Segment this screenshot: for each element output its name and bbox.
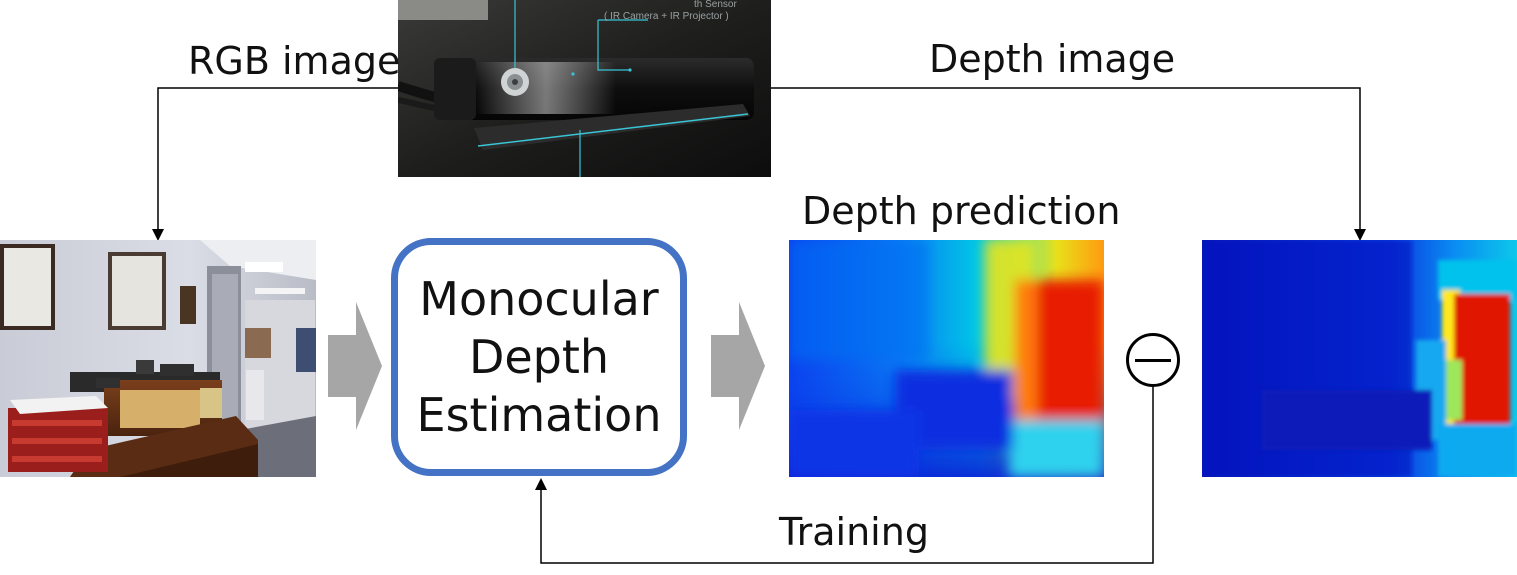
flow-arrow-input bbox=[328, 302, 382, 430]
depth-prediction-label: Depth prediction bbox=[802, 189, 1121, 233]
training-feedback-connector bbox=[540, 387, 1154, 564]
minus-bar bbox=[1135, 359, 1171, 362]
depth-image-connector bbox=[770, 87, 1361, 238]
sensor-caption-line2: ( IR Camera + IR Projector ) bbox=[604, 11, 729, 22]
rgb-image-connector bbox=[157, 87, 400, 238]
module-title-line1: Monocular bbox=[419, 272, 659, 326]
flow-arrow-output bbox=[711, 302, 765, 430]
subtract-operator-icon bbox=[1126, 333, 1180, 387]
monocular-depth-estimation-module: Monocular Depth Estimation bbox=[391, 238, 687, 476]
sensor-caption-line1: th Sensor bbox=[694, 0, 737, 10]
depth-image-label: Depth image bbox=[929, 37, 1176, 81]
module-title: Monocular Depth Estimation bbox=[417, 270, 662, 444]
rgb-input-photo bbox=[0, 240, 316, 477]
module-title-line3: Estimation bbox=[416, 388, 662, 442]
depth-prediction-map bbox=[789, 240, 1104, 477]
rgb-image-label: RGB image bbox=[188, 39, 401, 83]
module-title-line2: Depth bbox=[468, 330, 610, 384]
depth-sensor-photo: th Sensor ( IR Camera + IR Projector ) bbox=[398, 0, 771, 177]
ground-truth-depth-map bbox=[1202, 240, 1517, 477]
training-label: Training bbox=[779, 510, 929, 554]
